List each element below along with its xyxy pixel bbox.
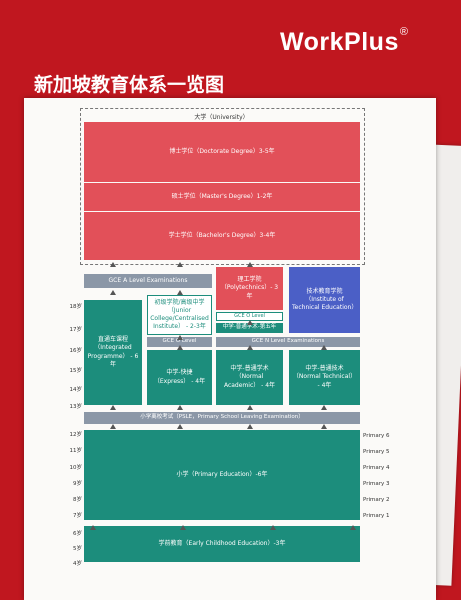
arrow-up-icon (110, 405, 116, 410)
doctorate-box: 博士学位（Doctorate Degree）3-5年 (84, 122, 360, 182)
age-label: 5岁 (73, 546, 82, 552)
primary-education-box: 小学（Primary Education）-6年 (84, 430, 360, 520)
normal-technical-box: 中学-普通技术（Normal Technical） - 4年 (289, 350, 360, 405)
n-level-exam-bar: GCE N Level Examinations (216, 337, 360, 347)
bachelor-box: 学士学位（Bachelor's Degree）3-4年 (84, 212, 360, 260)
express-box: 中学-快捷（Express） - 4年 (147, 350, 212, 405)
arrow-up-icon (247, 405, 253, 410)
normal-academic-box: 中学-普通学术（Normal Academic） - 4年 (216, 350, 283, 405)
preschool-box: 学前教育（Early Childhood Education）-3年 (84, 526, 360, 562)
age-label: 13岁 (69, 404, 83, 410)
arrow-up-icon (321, 424, 327, 429)
age-label: 8岁 (73, 497, 82, 503)
arrow-up-icon (247, 345, 253, 350)
primary-level-label: Primary 5 (363, 449, 390, 455)
arrow-up-icon (180, 525, 186, 530)
arrow-up-icon (177, 345, 183, 350)
arrow-up-icon (247, 424, 253, 429)
arrow-up-icon (177, 424, 183, 429)
primary-level-label: Primary 4 (363, 465, 390, 471)
age-label: 16岁 (69, 348, 83, 354)
primary-level-label: Primary 1 (363, 513, 390, 519)
age-label: 9岁 (73, 481, 82, 487)
normal-academic-5th-year-box: 中学-普通学术-第五年 (216, 323, 283, 333)
arrow-up-icon (110, 290, 116, 295)
a-level-exam-bar: GCE A Level Examinations (84, 274, 212, 288)
age-label: 10岁 (69, 465, 83, 471)
university-label: 大学（University） (194, 114, 249, 121)
ite-box: 技术教育学院（Institute of Technical Education） (289, 267, 360, 333)
arrow-up-icon (177, 262, 183, 267)
age-label: 7岁 (73, 513, 82, 519)
psle-exam-bar: 小学离校考试（PSLE，Primary School Leaving Exami… (84, 412, 360, 424)
brand-logo: WorkPlus® (280, 26, 409, 56)
age-label: 15岁 (69, 368, 83, 374)
primary-level-label: Primary 2 (363, 497, 390, 503)
master-box: 硕士学位（Master's Degree）1-2年 (84, 183, 360, 211)
arrow-up-icon (247, 262, 253, 267)
age-label: 14岁 (69, 387, 83, 393)
university-container (80, 108, 365, 265)
age-label: 17岁 (69, 327, 83, 333)
primary-level-label: Primary 3 (363, 481, 390, 487)
age-label: 4岁 (73, 561, 82, 567)
arrow-up-icon (270, 525, 276, 530)
age-label: 12岁 (69, 432, 83, 438)
arrow-up-icon (247, 320, 253, 325)
arrow-up-icon (90, 525, 96, 530)
age-label: 18岁 (69, 304, 83, 310)
age-label: 11岁 (69, 448, 83, 454)
polytechnic-box: 理工学院（Polytechnics）- 3年 (216, 267, 283, 310)
junior-college-box: 初级学院/高级中学（Junior College/Centralised Ins… (147, 295, 212, 335)
arrow-up-icon (177, 335, 183, 340)
arrow-up-icon (110, 262, 116, 267)
primary-level-label: Primary 6 (363, 433, 390, 439)
o-level-exam-bar: GCE O Level (147, 337, 212, 347)
arrow-up-icon (350, 525, 356, 530)
page-title: 新加坡教育体系一览图 (34, 74, 225, 96)
age-label: 6岁 (73, 531, 82, 537)
arrow-up-icon (321, 405, 327, 410)
integrated-programme-box: 直通车课程（Integrated Programme） - 6年 (84, 300, 142, 405)
arrow-up-icon (177, 290, 183, 295)
arrow-up-icon (110, 424, 116, 429)
arrow-up-icon (321, 345, 327, 350)
arrow-up-icon (177, 405, 183, 410)
